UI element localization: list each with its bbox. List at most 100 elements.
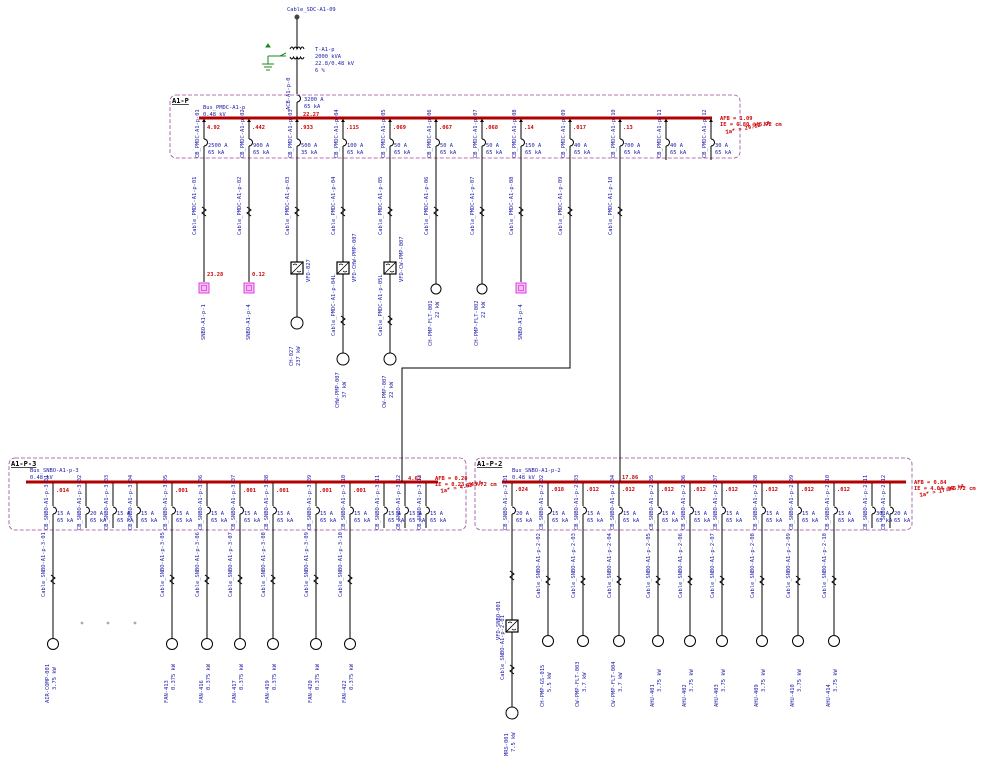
- breaker-icon[interactable]: [619, 138, 624, 147]
- transformer-icon[interactable]: [289, 46, 305, 60]
- cb-rating: 500 A: [301, 143, 318, 149]
- branch-current: .012: [765, 487, 778, 493]
- motor-icon[interactable]: [652, 635, 664, 647]
- cb-rating: 40 A: [574, 143, 588, 149]
- branch-current: .014: [56, 488, 69, 494]
- bus-snbo3[interactable]: Bus_SNBO-A1-p-3 0.48 kV 4.62 AFB = 0.20 …: [26, 468, 497, 495]
- breaker-icon[interactable]: [889, 506, 894, 515]
- motor-icon[interactable]: [577, 635, 589, 647]
- vfd-icon[interactable]: [336, 261, 350, 275]
- motor-icon[interactable]: [310, 638, 322, 650]
- cb-rating: 65 kA: [766, 518, 783, 524]
- breaker-icon[interactable]: [239, 506, 244, 515]
- breaker-icon[interactable]: [435, 138, 440, 147]
- vfd-icon[interactable]: [290, 261, 304, 275]
- motor-icon[interactable]: [684, 635, 696, 647]
- breaker-icon[interactable]: [481, 138, 486, 147]
- motor-icon[interactable]: [166, 638, 178, 650]
- bus-snbo2[interactable]: Bus_SNBO-A1-p-2 0.48 kV 17.86 AFB = 0.84…: [502, 468, 976, 499]
- cb-rating: 15 A: [662, 511, 676, 517]
- vertical-label: Cable_SNBO-A1-p-2-01: [500, 615, 506, 680]
- motor-icon[interactable]: [234, 638, 246, 650]
- motor-icon[interactable]: [47, 638, 59, 650]
- breaker-icon[interactable]: [136, 506, 141, 515]
- breaker-icon[interactable]: [547, 506, 552, 515]
- motor-icon[interactable]: [613, 635, 625, 647]
- vertical-label: Cable_SNBO-A1-p-3-01: [41, 532, 47, 597]
- breaker-icon[interactable]: [871, 506, 876, 515]
- breaker-icon[interactable]: [296, 138, 301, 147]
- cb-rating: 65 kA: [440, 150, 457, 156]
- breaker-icon[interactable]: [112, 506, 117, 515]
- main-breaker-icon[interactable]: [296, 94, 301, 103]
- vfd-icon[interactable]: [383, 261, 397, 275]
- motor-icon[interactable]: [505, 706, 519, 720]
- motor-icon[interactable]: [201, 638, 213, 650]
- motor-icon[interactable]: [828, 635, 840, 647]
- breaker-icon[interactable]: [171, 506, 176, 515]
- vertical-label: 0.375 kW: [315, 663, 321, 690]
- breaker-icon[interactable]: [761, 506, 766, 515]
- breaker-icon[interactable]: [272, 506, 277, 515]
- breaker-icon[interactable]: [582, 506, 587, 515]
- vertical-label: CB_PMDC-A1-p-11: [657, 109, 663, 158]
- breaker-icon[interactable]: [797, 506, 802, 515]
- breaker-icon[interactable]: [710, 138, 715, 147]
- breaker-icon[interactable]: [248, 138, 253, 147]
- breaker-icon[interactable]: [569, 138, 574, 147]
- vfd-icon[interactable]: [505, 619, 519, 633]
- breaker-icon[interactable]: [206, 506, 211, 515]
- breaker-icon[interactable]: [383, 506, 388, 515]
- bus-marker-icon[interactable]: [243, 282, 255, 294]
- motor-icon[interactable]: [267, 638, 279, 650]
- breaker-icon[interactable]: [389, 138, 394, 147]
- breaker-icon[interactable]: [618, 506, 623, 515]
- vertical-label: 5.5 kW: [547, 672, 553, 692]
- breaker-icon[interactable]: [721, 506, 726, 515]
- breaker-icon[interactable]: [404, 506, 409, 515]
- vertical-label: CB_PMDC-A1-p-09: [561, 109, 567, 158]
- breaker-icon[interactable]: [349, 506, 354, 515]
- bus-marker-icon[interactable]: [198, 282, 210, 294]
- cable-icon: [580, 575, 586, 586]
- breaker-icon[interactable]: [657, 506, 662, 515]
- motor-icon[interactable]: [430, 283, 442, 295]
- vertical-label: CB_SNBO-A1-p-3-07: [231, 475, 237, 530]
- breaker-icon[interactable]: [511, 506, 516, 515]
- bus-marker-icon[interactable]: [515, 282, 527, 294]
- breaker-icon[interactable]: [342, 138, 347, 147]
- branch-current: .012: [586, 487, 599, 493]
- vertical-label: Cable_SNBO-A1-p-2-08: [750, 533, 756, 598]
- breaker-icon[interactable]: [520, 138, 525, 147]
- branch-current: 4.92: [207, 125, 220, 131]
- motor-icon[interactable]: [792, 635, 804, 647]
- motor-icon[interactable]: [716, 635, 728, 647]
- motor-icon[interactable]: [756, 635, 768, 647]
- breaker-icon[interactable]: [52, 506, 57, 515]
- cb-rating: 65 kA: [694, 518, 711, 524]
- cb-rating: 65 kA: [244, 518, 261, 524]
- cable-icon: [50, 574, 56, 585]
- breaker-icon[interactable]: [833, 506, 838, 515]
- vertical-label: 22 kW: [481, 301, 487, 318]
- motor-icon[interactable]: [344, 638, 356, 650]
- motor-icon[interactable]: [383, 352, 397, 366]
- motor-icon[interactable]: [476, 283, 488, 295]
- breaker-icon[interactable]: [425, 506, 430, 515]
- breaker-icon[interactable]: [689, 506, 694, 515]
- motor-icon[interactable]: [542, 635, 554, 647]
- breaker-icon[interactable]: [665, 138, 670, 147]
- cb-rating: 65 kA: [253, 150, 270, 156]
- motor-icon[interactable]: [336, 352, 350, 366]
- breaker-icon[interactable]: [315, 506, 320, 515]
- breaker-icon[interactable]: [85, 506, 90, 515]
- breaker-icon[interactable]: [203, 138, 208, 147]
- motor-icon[interactable]: [290, 316, 304, 330]
- source-node[interactable]: [294, 14, 300, 20]
- cb-rating: 15 A: [176, 511, 190, 517]
